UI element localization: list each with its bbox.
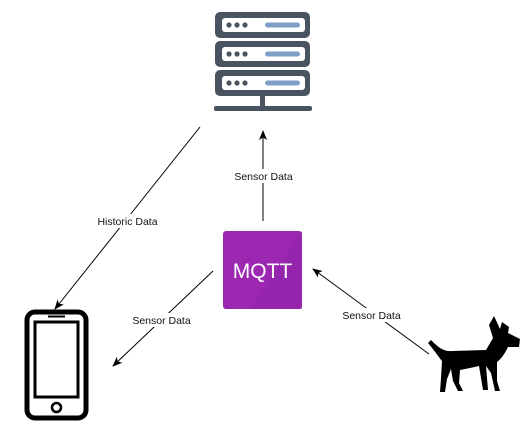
- edge-label-dog-to-broker: Sensor Data: [342, 310, 401, 322]
- mqtt-broker-node: MQTT: [223, 231, 302, 309]
- edge-label-broker-to-server: Sensor Data: [234, 171, 293, 183]
- mqtt-label: MQTT: [233, 260, 293, 283]
- edge-labels: Sensor Data Historic Data Sensor Data Se…: [92, 169, 405, 327]
- dog-icon: [428, 316, 520, 392]
- smartphone-icon: [24, 309, 89, 421]
- edge-label-broker-to-phone: Sensor Data: [132, 315, 191, 327]
- edge-label-server-to-phone: Historic Data: [97, 216, 157, 228]
- server-icon: [214, 12, 312, 111]
